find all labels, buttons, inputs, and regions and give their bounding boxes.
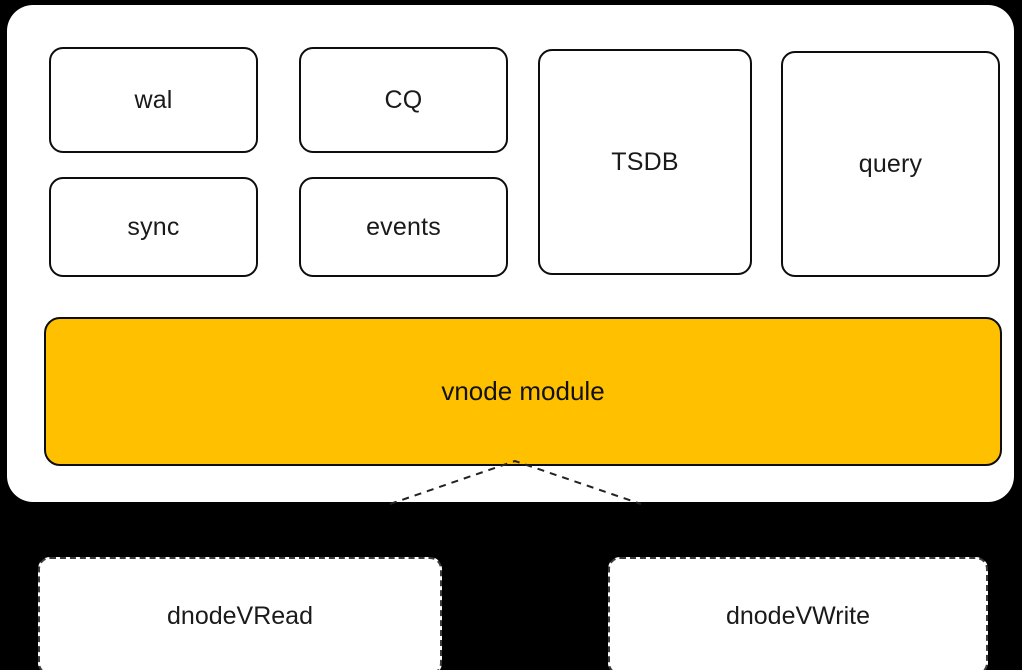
module-label-events: events	[366, 212, 441, 241]
module-box-events[interactable]: events	[299, 177, 508, 277]
module-box-cq[interactable]: CQ	[299, 47, 508, 153]
module-box-tsdb[interactable]: TSDB	[538, 49, 752, 275]
consumer-box-dnode-vread[interactable]: dnodeVRead	[38, 557, 442, 670]
module-box-query[interactable]: query	[781, 51, 1000, 277]
consumer-label-dnode-vread: dnodeVRead	[167, 601, 313, 630]
module-label-tsdb: TSDB	[611, 147, 679, 176]
vnode-module-bar[interactable]: vnode module	[44, 317, 1002, 466]
module-label-query: query	[858, 149, 923, 178]
consumer-label-dnode-vwrite: dnodeVWrite	[725, 601, 871, 630]
vnode-container-panel: wal sync CQ events TSDB query vnode modu…	[7, 5, 1014, 502]
consumer-box-dnode-vwrite[interactable]: dnodeVWrite	[608, 557, 988, 670]
module-box-sync[interactable]: sync	[49, 177, 258, 277]
vnode-module-label: vnode module	[441, 376, 605, 406]
module-box-wal[interactable]: wal	[49, 47, 258, 153]
module-label-wal: wal	[134, 85, 173, 114]
module-label-sync: sync	[127, 212, 180, 241]
module-label-cq: CQ	[384, 85, 423, 114]
